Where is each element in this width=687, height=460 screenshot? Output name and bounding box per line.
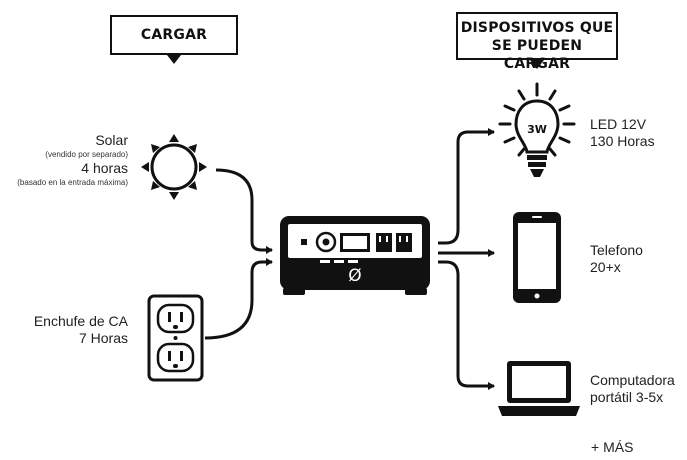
- charge-header-pointer: [167, 55, 181, 64]
- more-label: + MÁS: [591, 439, 634, 455]
- charge-header-label: CARGAR: [140, 27, 208, 43]
- solar-title: Solar: [95, 132, 128, 148]
- led-name: LED 12V: [590, 116, 647, 132]
- devices-header: DISPOSITIVOS QUE SE PUEDEN CARGAR: [456, 12, 618, 72]
- power-station-icon: [280, 216, 430, 295]
- led-label: LED 12V 130 Horas: [590, 116, 655, 150]
- ac-outlet-icon: [147, 294, 204, 382]
- laptop-icon: [498, 361, 580, 416]
- laptop-label: Computadora portátil 3-5x: [590, 372, 675, 406]
- ac-time: 7 Horas: [78, 330, 128, 346]
- bulb-watt-label: 3W: [527, 123, 547, 136]
- station-logo: Ø: [348, 266, 361, 286]
- ac-title: Enchufe de CA: [33, 313, 128, 329]
- ac-label: Enchufe de CA 7 Horas: [0, 313, 128, 347]
- input-connectors: [204, 168, 273, 340]
- light-bulb-icon: [498, 82, 576, 177]
- solar-note: (vendido por separado): [45, 150, 128, 159]
- smartphone-icon: [513, 212, 561, 303]
- phone-name: Telefono: [590, 242, 643, 258]
- phone-label: Telefono 20+x: [590, 242, 643, 276]
- devices-header-line1: DISPOSITIVOS QUE: [460, 20, 614, 36]
- devices-header-pointer: [530, 60, 544, 69]
- solar-input-note: (basado en la entrada máxima): [17, 178, 128, 187]
- laptop-value: portátil 3-5x: [590, 389, 664, 405]
- solar-label: Solar (vendido por separado) 4 horas (ba…: [0, 132, 128, 188]
- charge-header: CARGAR: [110, 15, 238, 55]
- sun-icon: [141, 134, 207, 200]
- phone-value: 20+x: [590, 259, 621, 275]
- devices-header-line2: SE PUEDEN CARGAR: [491, 38, 583, 72]
- output-connectors: [438, 128, 495, 390]
- laptop-name: Computadora: [590, 372, 675, 388]
- led-value: 130 Horas: [590, 133, 655, 149]
- solar-time: 4 horas: [81, 160, 128, 176]
